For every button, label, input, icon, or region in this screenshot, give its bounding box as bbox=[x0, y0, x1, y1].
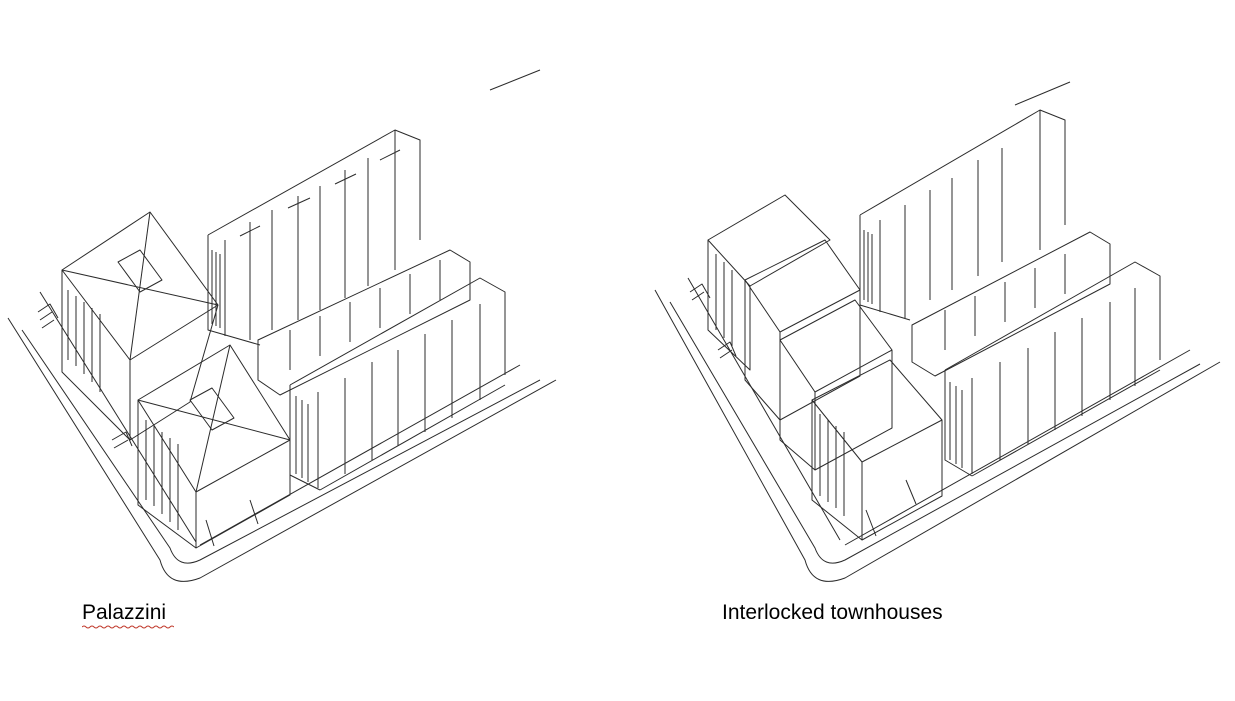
caption-interlocked-townhouses: Interlocked townhouses bbox=[722, 601, 943, 624]
interlocked-townhouses-axonometric-drawing bbox=[600, 0, 1235, 600]
townhouse-row-back bbox=[208, 130, 420, 345]
interlocked-townhouses-panel: Interlocked townhouses bbox=[600, 0, 1235, 701]
townhouse-row-back bbox=[860, 110, 1065, 320]
interlocked-block-3 bbox=[780, 300, 892, 470]
mews-row bbox=[258, 250, 470, 395]
entry-stairs bbox=[690, 284, 736, 358]
interlocked-block-1 bbox=[708, 195, 830, 370]
entry-stairs bbox=[38, 304, 132, 448]
palazzini-panel: Palazzini bbox=[0, 0, 600, 701]
palazzo-block-front bbox=[138, 345, 290, 548]
interlocked-block-2 bbox=[745, 240, 860, 420]
townhouse-row-front bbox=[290, 278, 505, 490]
caption-palazzini: Palazzini bbox=[82, 601, 167, 624]
townhouse-row-front bbox=[945, 262, 1160, 476]
street-outline bbox=[8, 70, 556, 581]
palazzo-block-back bbox=[62, 212, 218, 440]
mews-row bbox=[912, 232, 1110, 376]
spellcheck-underline bbox=[82, 625, 174, 629]
street-outline bbox=[655, 82, 1220, 581]
palazzini-axonometric-drawing bbox=[0, 0, 600, 600]
interlocked-block-4 bbox=[812, 360, 942, 540]
